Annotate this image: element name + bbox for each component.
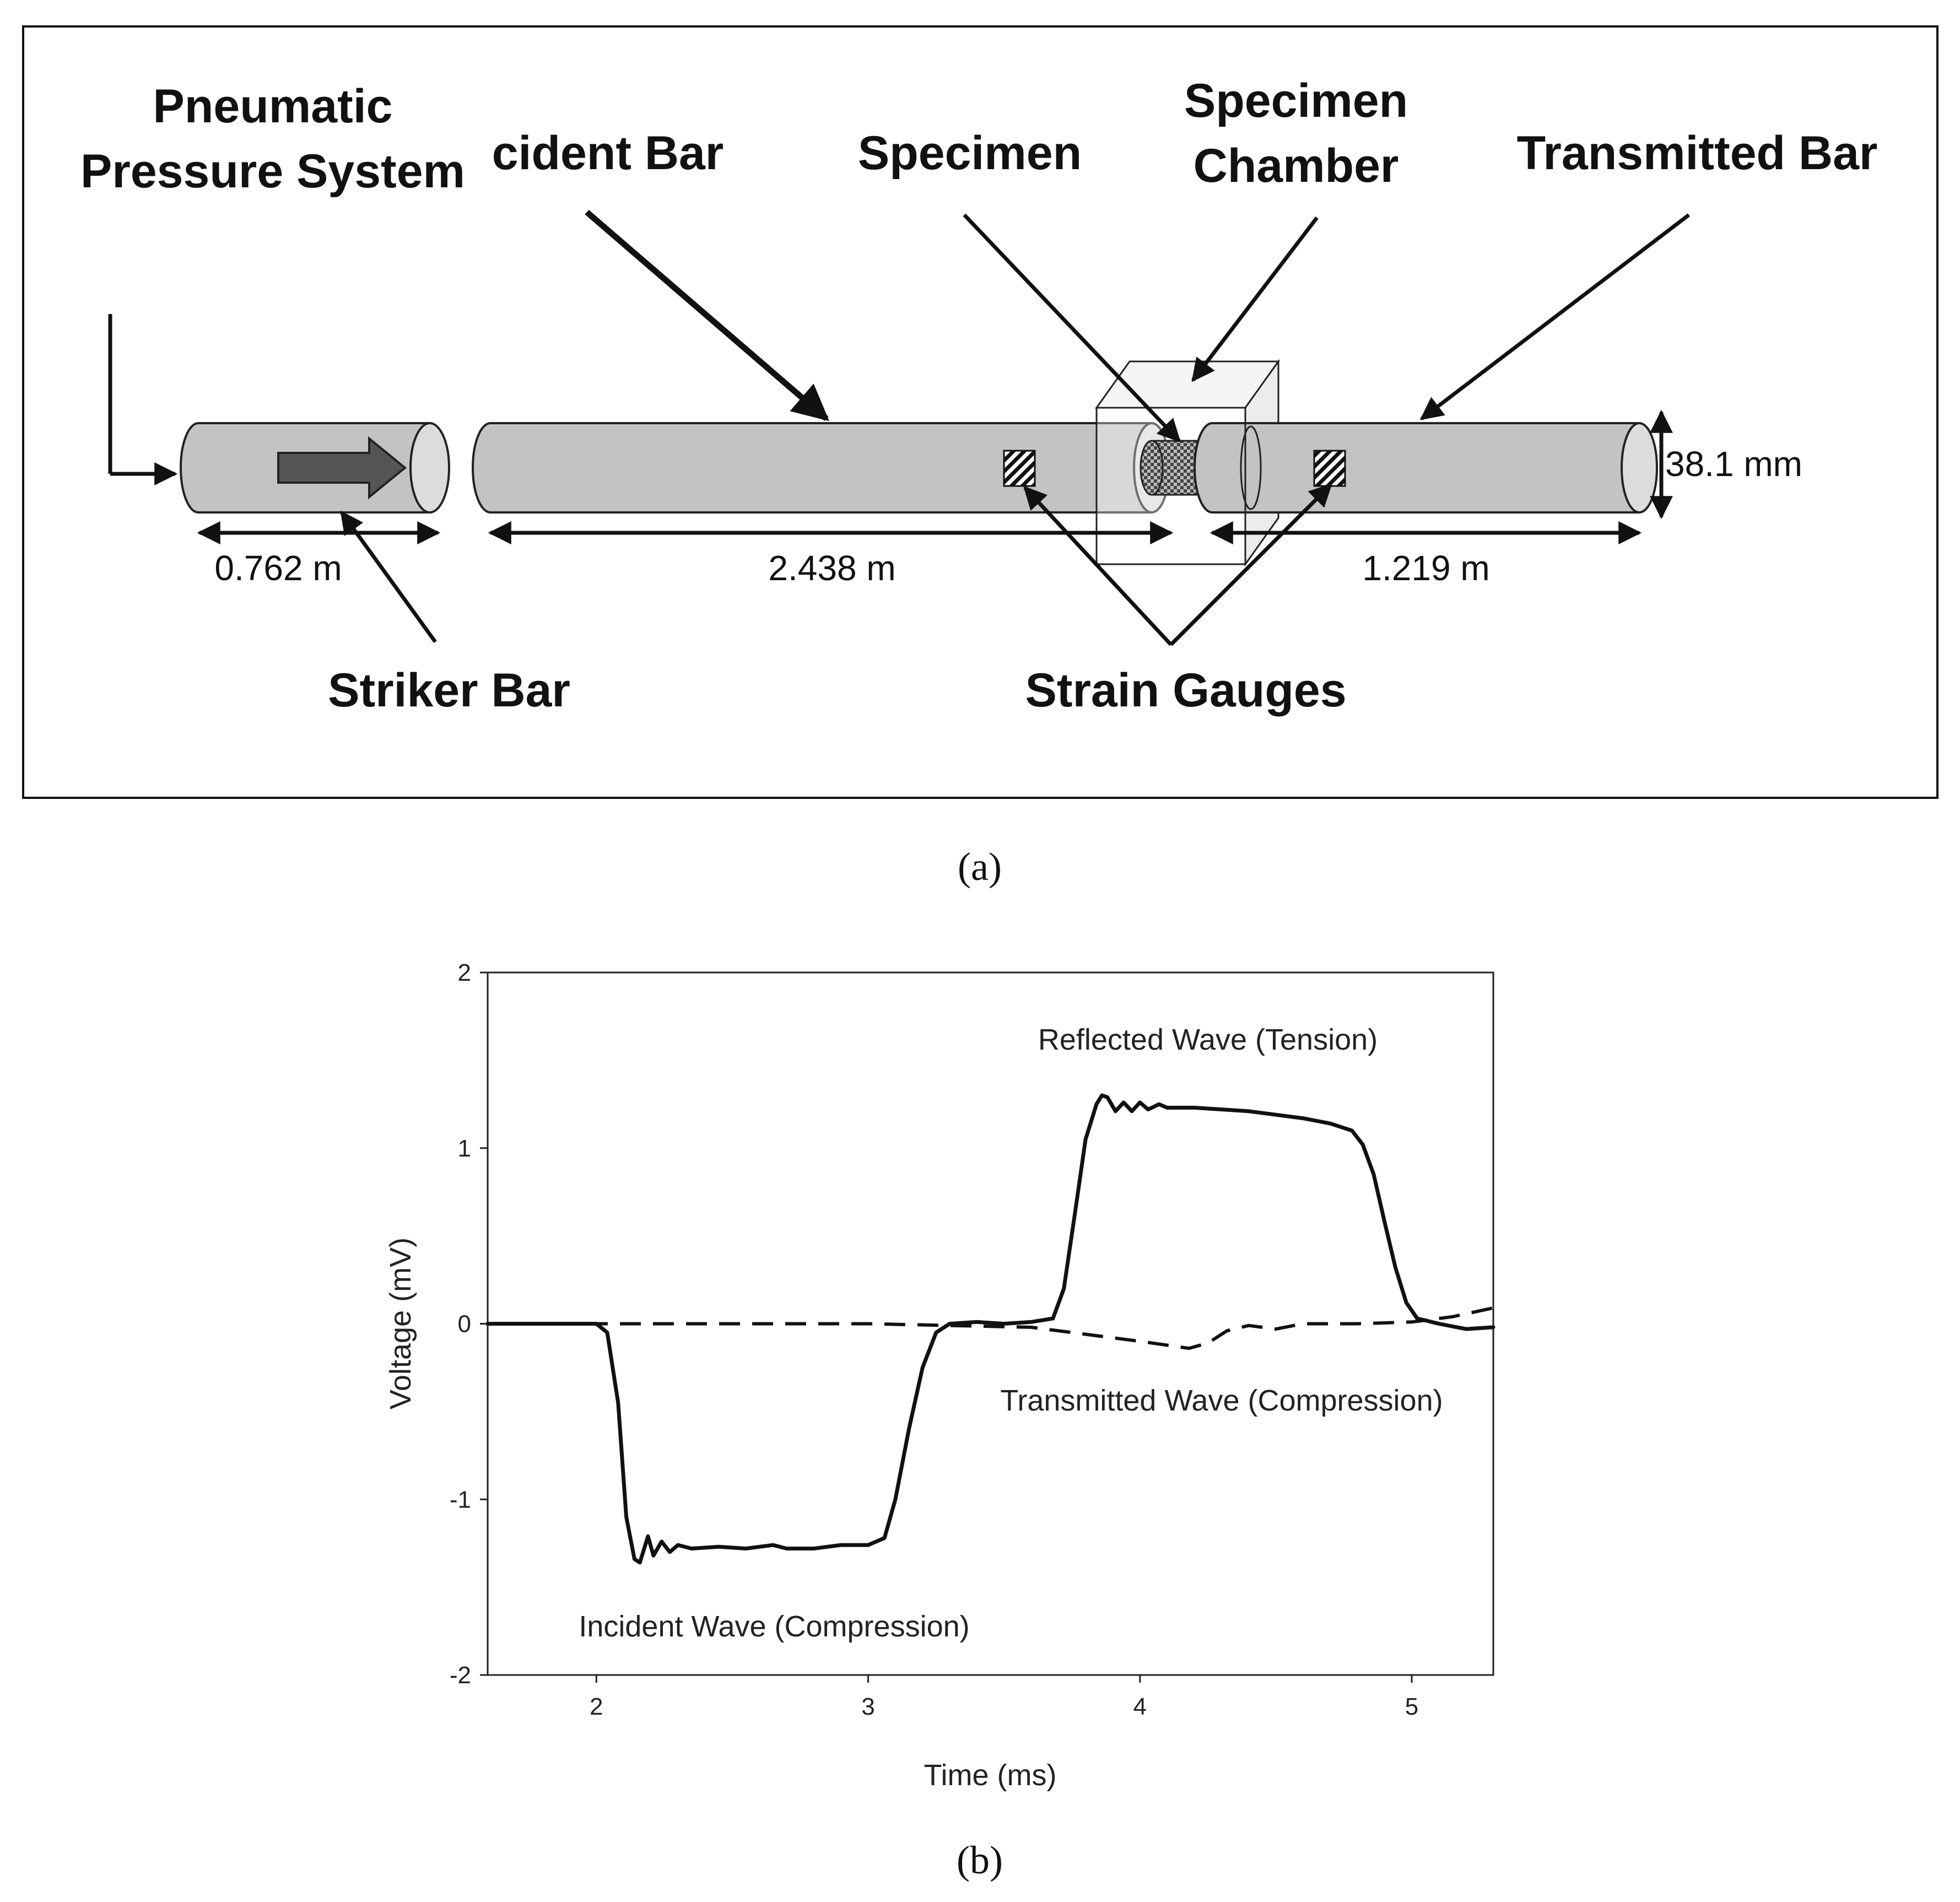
x-tick-label: 5 [1405,1693,1418,1720]
reflected-wave-annotation: Reflected Wave (Tension) [1038,1023,1378,1056]
y-tick-label: -1 [450,1486,471,1513]
specimen [1140,440,1202,496]
striker-length-label: 0.762 m [214,548,342,588]
dimension-arrows [197,409,1673,544]
pneumatic-label-line2: Pressure System [80,145,465,198]
x-axis-ticks: 2 3 4 5 [590,1675,1418,1720]
striker-direction-arrow [277,436,407,500]
chamber-pointer [1191,216,1319,382]
strain-gauges-label: Strain Gauges [1025,664,1346,717]
incident-bar-label: cident Bar [492,127,724,180]
y-tick-label: 0 [458,1311,471,1338]
y-tick-label: -2 [450,1662,471,1689]
series-layer [485,1093,1495,1565]
panel-a-caption: (a) [958,845,1002,889]
x-axis-label: Time (ms) [924,1759,1057,1792]
transmitted-bar-label: Transmitted Bar [1517,127,1878,180]
specimen-pointer [963,213,1181,443]
incident-length-label: 2.438 m [768,548,895,588]
pneumatic-feed-line [108,314,178,485]
striker-bar [180,422,450,514]
gauge-pointer-right [1169,483,1332,646]
incident-bar [472,422,1170,514]
gauge-pointer-left [1023,485,1173,646]
transmitted-bar-pointer [1419,213,1691,420]
panel-b-caption: (b) [957,1838,1003,1882]
series-line-solid [485,1093,1495,1565]
series-line-dashed [488,1306,1494,1350]
transmitted-bar [1194,422,1658,514]
x-tick-label: 3 [861,1693,874,1720]
y-axis-label: Voltage (mV) [384,1238,417,1409]
incident-wave-annotation: Incident Wave (Compression) [579,1610,969,1643]
x-tick-label: 2 [590,1693,603,1720]
chamber-label-line1: Specimen [1184,74,1408,127]
diameter-label: 38.1 mm [1665,444,1802,484]
pneumatic-label-line1: Pneumatic [153,80,393,133]
strain-gauge-incident [1003,450,1036,487]
panel-b-chart: 2 3 4 5 -2 -1 0 1 2 Time (ms) Voltage (mV) Refl… [384,959,1495,1792]
panel-a-diagram: Pneumatic Pressure System cident Bar Spe… [22,25,1939,799]
specimen-label: Specimen [858,127,1082,180]
strain-gauge-transmitted [1313,450,1346,487]
transmitted-wave-annotation: Transmitted Wave (Compression) [1000,1384,1443,1417]
incident-bar-pointer [585,209,829,422]
y-tick-label: 2 [458,959,471,986]
panel-a-frame [22,25,1939,799]
transmitted-length-label: 1.219 m [1362,548,1489,588]
x-tick-label: 4 [1133,1693,1147,1720]
chamber-label-line2: Chamber [1194,139,1399,192]
label-pointer-arrows [340,209,1691,646]
y-axis-ticks: -2 -1 0 1 2 [450,959,488,1689]
y-tick-label: 1 [458,1135,471,1162]
striker-bar-label: Striker Bar [328,664,570,717]
